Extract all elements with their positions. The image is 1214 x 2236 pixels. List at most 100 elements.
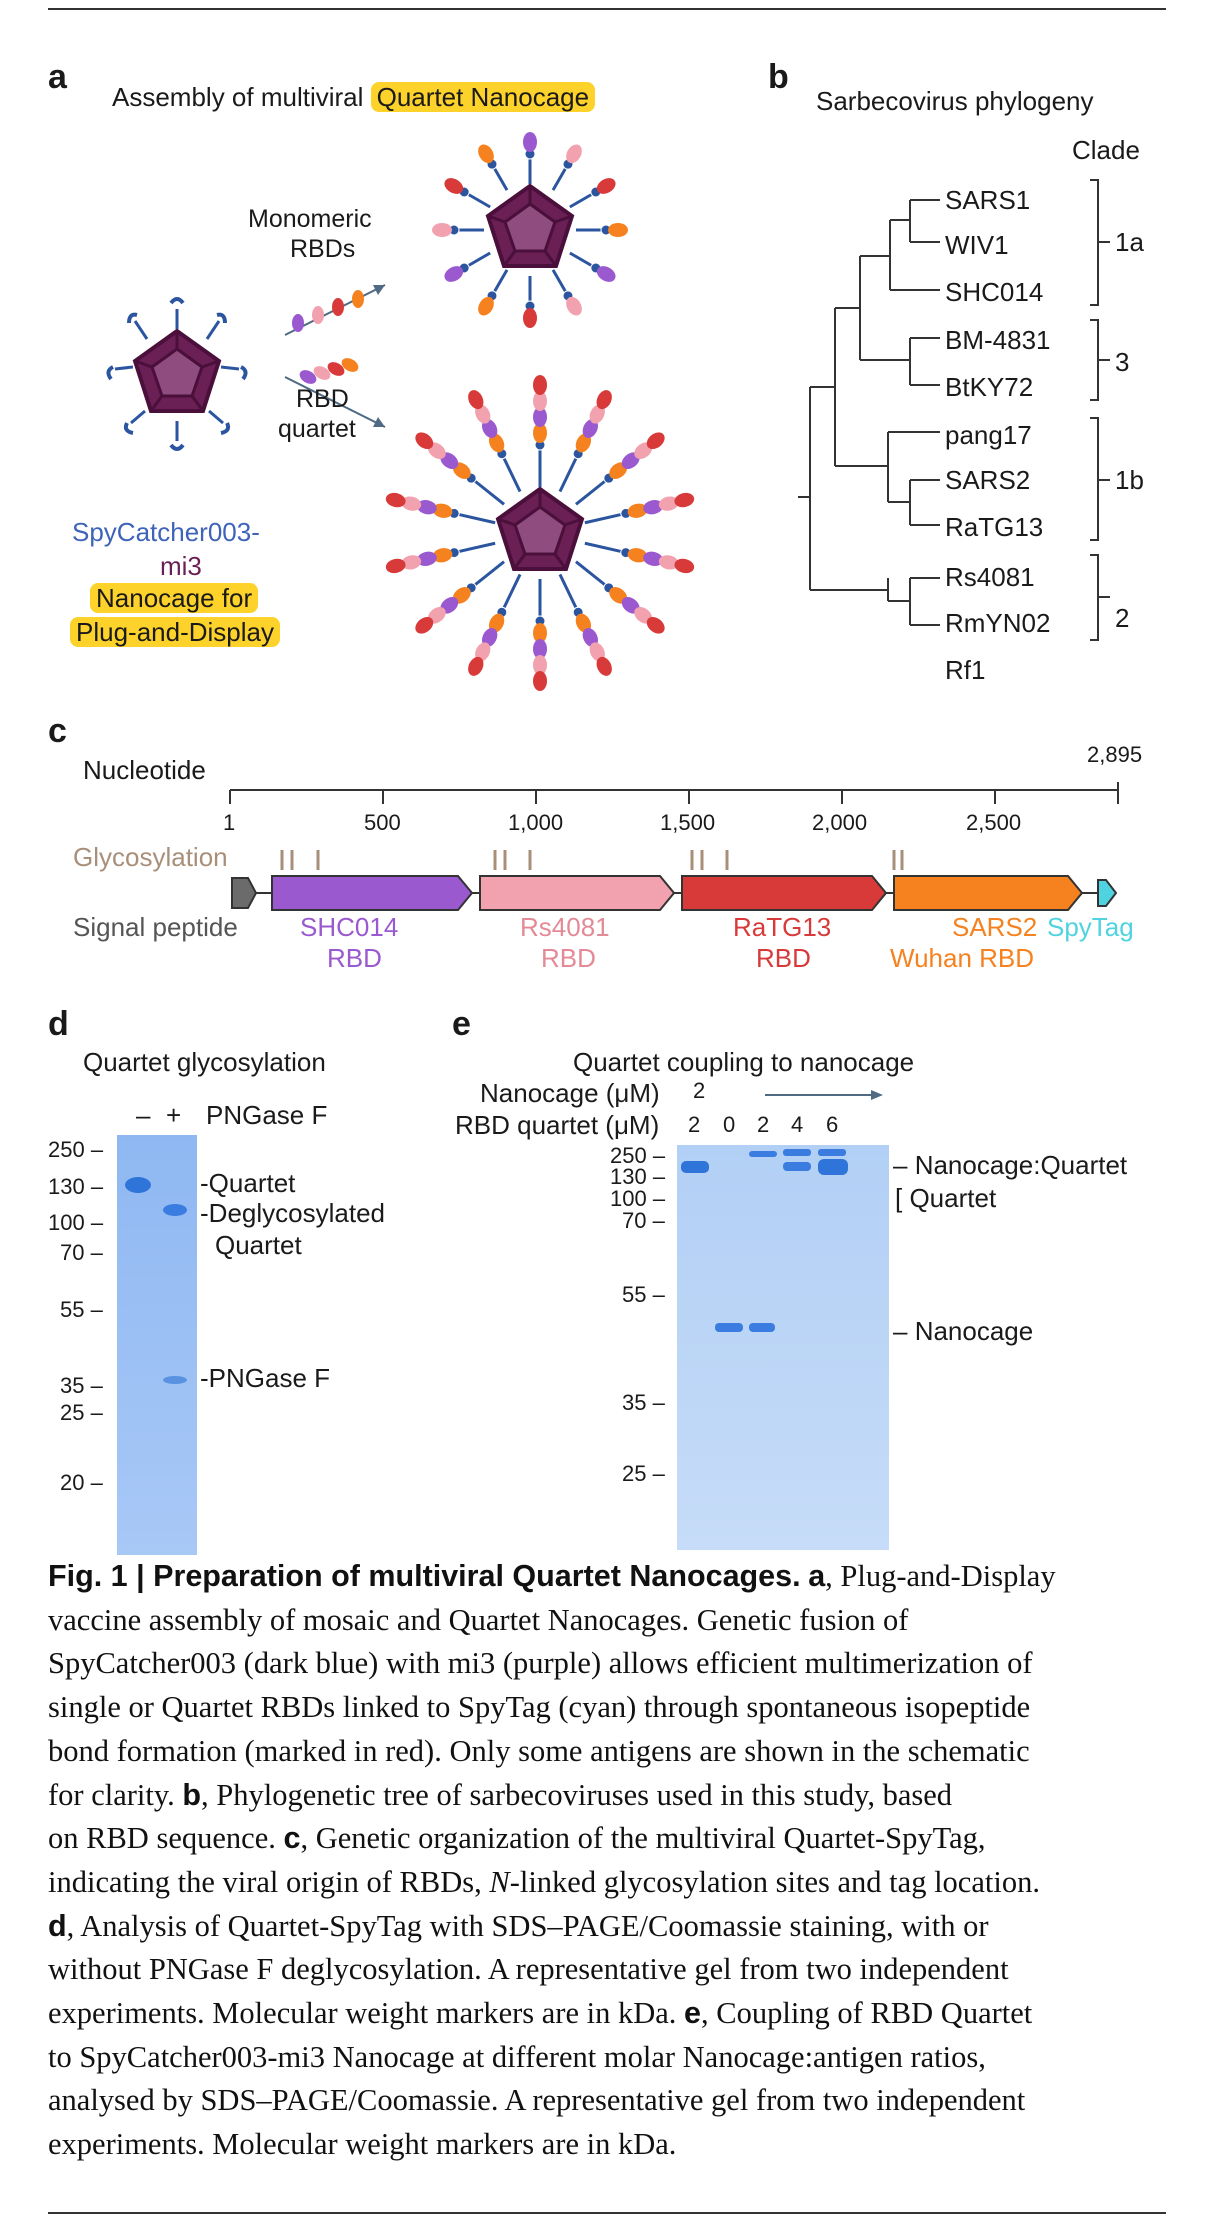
taxon-3: BM-4831 bbox=[945, 325, 1051, 355]
monomeric-label-2: RBDs bbox=[290, 235, 356, 263]
nanocage-monomeric bbox=[432, 132, 628, 328]
caption-line-7: on RBD sequence. c, Genetic organization… bbox=[48, 1821, 986, 1856]
band-deglyco-label-1: -Deglycosylated bbox=[200, 1198, 385, 1228]
caption-line-5: bond formation (marked in red). Only som… bbox=[48, 1733, 1030, 1768]
rbd-value-3: 4 bbox=[791, 1112, 804, 1137]
caption-line-2: vaccine assembly of mosaic and Quartet N… bbox=[48, 1602, 909, 1637]
tick-500: 500 bbox=[364, 810, 401, 835]
axis-end-label: 2,895 bbox=[1087, 742, 1143, 767]
segment-rs4081 bbox=[479, 875, 676, 911]
band-pngase-label: -PNGase F bbox=[200, 1363, 331, 1393]
clade-1a: 1a bbox=[1115, 227, 1144, 257]
monomeric-label-1: Monomeric bbox=[248, 205, 372, 233]
marker-d-55: 55 – bbox=[60, 1297, 103, 1322]
marker-d-20: 20 – bbox=[60, 1470, 103, 1495]
spytag-label: SpyTag bbox=[1047, 912, 1134, 942]
marker-e-25: 25 – bbox=[622, 1461, 665, 1486]
nanocage-label-2: Plug-and-Display bbox=[70, 617, 280, 648]
marker-e-55: 55 – bbox=[622, 1282, 665, 1307]
taxon-0: SARS1 bbox=[945, 185, 1031, 215]
band-deglyco-label-2: Quartet bbox=[215, 1230, 302, 1260]
marker-e-130: 130 – bbox=[610, 1164, 666, 1189]
tick-2500: 2,500 bbox=[966, 810, 1022, 835]
enzyme-label: PNGase F bbox=[206, 1100, 328, 1130]
tick-1500: 1,500 bbox=[660, 810, 716, 835]
figure-caption: Fig. 1 | Preparation of multiviral Quart… bbox=[48, 1555, 1168, 2167]
segment-sars2-rbd: Wuhan RBD bbox=[890, 943, 1035, 973]
segment-spytag bbox=[1097, 879, 1118, 907]
nanocage-row-value: 2 bbox=[693, 1078, 706, 1103]
quartet-label-1: RBD bbox=[296, 385, 349, 413]
rbd-value-1: 0 bbox=[723, 1112, 736, 1137]
clade-1b: 1b bbox=[1115, 465, 1144, 495]
taxon-2: SHC014 bbox=[945, 277, 1044, 307]
arrow-quartet bbox=[284, 376, 386, 428]
marker-d-35: 35 – bbox=[60, 1373, 103, 1398]
caption-line-1: Fig. 1 | Preparation of multiviral Quart… bbox=[48, 1559, 1056, 1593]
band-quartet-e-label: [ Quartet bbox=[895, 1183, 997, 1213]
panel-a-title-highlight: Quartet Nanocage bbox=[370, 82, 596, 112]
marker-e-100: 100 – bbox=[610, 1186, 666, 1211]
panel-b-letter: b bbox=[768, 58, 789, 96]
clade-header: Clade bbox=[1072, 135, 1140, 165]
segment-shc014-rbd: RBD bbox=[327, 943, 382, 973]
bottom-rule bbox=[48, 2212, 1166, 2214]
band-nanocage-label: – Nanocage bbox=[893, 1316, 1034, 1346]
panel-d-letter: d bbox=[48, 1005, 69, 1043]
marker-e-70: 70 – bbox=[622, 1208, 665, 1233]
band-quartet-label: -Quartet bbox=[200, 1168, 296, 1198]
gene-map bbox=[229, 782, 1119, 911]
caption-line-14: experiments. Molecular weight markers ar… bbox=[48, 2127, 677, 2162]
marker-e-250: 250 – bbox=[610, 1143, 666, 1168]
assembly-schematic bbox=[106, 132, 695, 691]
taxon-6: SARS2 bbox=[945, 465, 1031, 495]
nanocage-label-1: Nanocage for bbox=[90, 583, 259, 614]
segment-shc014-name: SHC014 bbox=[300, 912, 399, 942]
taxon-4: BtKY72 bbox=[945, 372, 1034, 402]
gel-e bbox=[677, 1145, 889, 1550]
segment-ratg13-name: RaTG13 bbox=[733, 912, 832, 942]
caption-line-11: experiments. Molecular weight markers ar… bbox=[48, 1996, 1033, 2031]
rbd-value-0: 2 bbox=[688, 1112, 701, 1137]
spycatcher-label-2: mi3 bbox=[160, 551, 202, 581]
caption-line-9: d, Analysis of Quartet-SpyTag with SDS–P… bbox=[48, 1908, 989, 1943]
signal-peptide-label: Signal peptide bbox=[73, 912, 238, 942]
quartet-label-2: quartet bbox=[278, 415, 356, 443]
caption-line-12: to SpyCatcher003-mi3 Nanocage at differe… bbox=[48, 2039, 986, 2074]
nanocage-row-label: Nanocage (μM) bbox=[480, 1078, 660, 1108]
marker-d-70: 70 – bbox=[60, 1240, 103, 1265]
gel-d bbox=[117, 1135, 197, 1555]
taxon-1: WIV1 bbox=[945, 230, 1009, 260]
nucleotide-label: Nucleotide bbox=[83, 755, 206, 785]
caption-line-10: without PNGase F deglycosylation. A repr… bbox=[48, 1952, 1009, 1987]
clade-3: 3 bbox=[1115, 347, 1130, 377]
tick-1: 1 bbox=[223, 810, 236, 835]
nanocage-arrow bbox=[765, 1090, 883, 1100]
caption-line-13: analysed by SDS–PAGE/Coomassie. A repres… bbox=[48, 2083, 1026, 2118]
phylogeny-tree bbox=[798, 179, 1110, 641]
nanocage-quartet bbox=[385, 375, 695, 691]
panel-b-title: Sarbecovirus phylogeny bbox=[816, 86, 1094, 116]
panel-e-title: Quartet coupling to nanocage bbox=[573, 1047, 915, 1077]
tick-2000: 2,000 bbox=[812, 810, 868, 835]
taxon-7: RaTG13 bbox=[945, 512, 1044, 542]
rbd-value-4: 6 bbox=[826, 1112, 839, 1137]
glycosylation-label: Glycosylation bbox=[73, 842, 228, 872]
nanocage-empty bbox=[106, 297, 248, 451]
signal-peptide-block bbox=[231, 877, 258, 909]
lane-minus: – bbox=[136, 1100, 151, 1130]
segment-sars2 bbox=[893, 875, 1084, 911]
marker-d-250: 250 – bbox=[48, 1137, 104, 1162]
segment-ratg13 bbox=[681, 875, 888, 911]
taxon-8: Rs4081 bbox=[945, 562, 1035, 592]
marker-d-130: 130 – bbox=[48, 1174, 104, 1199]
rbd-row-label: RBD quartet (μM) bbox=[455, 1110, 660, 1140]
panel-e-letter: e bbox=[452, 1005, 471, 1043]
panel-a-title-prefix: Assembly of multiviral bbox=[112, 82, 371, 112]
segment-sars2-name: SARS2 bbox=[952, 912, 1038, 942]
band-nanocage-quartet-label: – Nanocage:Quartet bbox=[893, 1150, 1128, 1180]
segment-ratg13-rbd: RBD bbox=[756, 943, 811, 973]
clade-2: 2 bbox=[1115, 603, 1130, 633]
caption-line-3: SpyCatcher003 (dark blue) with mi3 (purp… bbox=[48, 1646, 1033, 1681]
panel-c-letter: c bbox=[48, 712, 67, 750]
